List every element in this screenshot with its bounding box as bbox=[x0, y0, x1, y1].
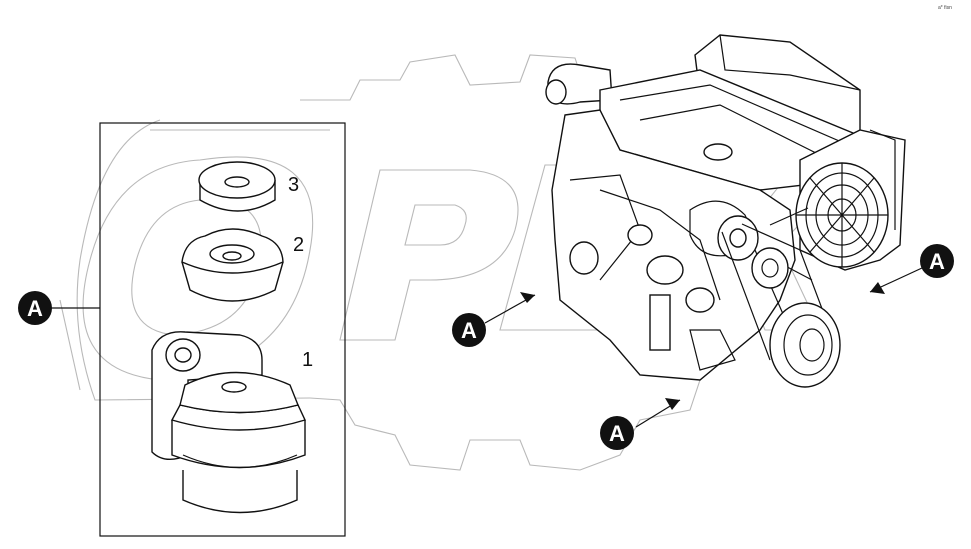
callout-a-engine-right: A bbox=[920, 244, 954, 278]
arrow-head bbox=[665, 398, 680, 410]
part-number-1: 1 bbox=[302, 349, 313, 371]
callout-a-left: A bbox=[18, 291, 52, 325]
mount-parts-frame bbox=[99, 122, 346, 537]
arrow-head bbox=[870, 282, 885, 294]
engine-illustration bbox=[545, 34, 906, 388]
callout-letter: A bbox=[461, 318, 477, 343]
bracket-mount-part-1 bbox=[151, 331, 306, 514]
part-number-3: 3 bbox=[288, 174, 299, 196]
leaders bbox=[48, 267, 923, 428]
callout-letter: A bbox=[929, 249, 945, 274]
callout-letter: A bbox=[609, 421, 625, 446]
washer-part-3 bbox=[198, 161, 276, 212]
callout-letter: A bbox=[27, 296, 43, 321]
arrow-head bbox=[520, 292, 535, 303]
corner-code: a* fisn bbox=[938, 5, 952, 11]
cushion-part-2 bbox=[181, 228, 284, 302]
part-number-2: 2 bbox=[293, 234, 304, 256]
callout-a-engine-front: A bbox=[452, 313, 486, 347]
callout-a-engine-bottom: A bbox=[600, 416, 634, 450]
